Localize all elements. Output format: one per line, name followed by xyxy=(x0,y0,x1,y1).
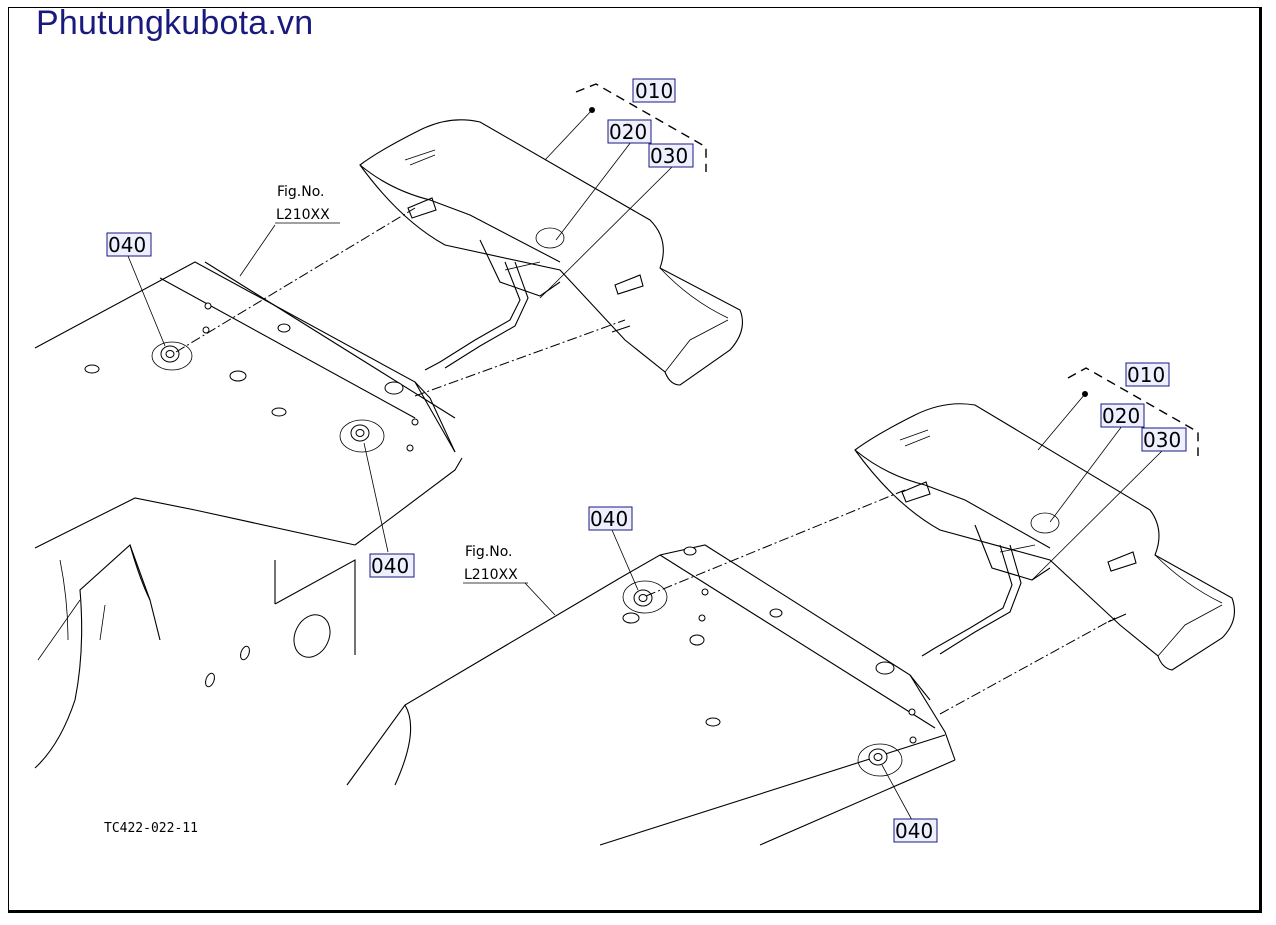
drawing-frame xyxy=(8,7,1262,913)
svg-text:010: 010 xyxy=(635,79,673,103)
part-label-030-right[interactable]: 030 xyxy=(1141,427,1187,452)
assembly-left xyxy=(34,83,743,769)
nut-040-right-a xyxy=(633,589,653,607)
part-label-010-left[interactable]: 010 xyxy=(632,78,676,103)
svg-text:030: 030 xyxy=(1143,428,1181,452)
part-label-020-right[interactable]: 020 xyxy=(1100,403,1145,428)
lamp-housing-left xyxy=(359,119,743,386)
lamp-housing-right xyxy=(854,403,1235,671)
axis-line-left-2 xyxy=(414,319,626,397)
axis-line-right-2 xyxy=(939,617,1116,715)
nut-040-right-b xyxy=(868,748,888,766)
svg-text:L210XX: L210XX xyxy=(276,207,330,223)
svg-text:020: 020 xyxy=(609,120,647,144)
drawing-code: TC422-022-11 xyxy=(104,821,198,836)
part-label-020-left[interactable]: 020 xyxy=(607,119,652,144)
svg-text:040: 040 xyxy=(590,507,628,531)
frame-body-left xyxy=(34,261,463,769)
part-label-040-left-b[interactable]: 040 xyxy=(369,553,415,578)
figure-ref-left[interactable]: Fig.No. L210XX xyxy=(275,184,340,224)
part-label-040-left-a[interactable]: 040 xyxy=(106,232,152,257)
nut-040-left-b xyxy=(350,424,370,442)
svg-text:030: 030 xyxy=(650,144,688,168)
part-label-040-right-b[interactable]: 040 xyxy=(893,818,938,843)
axis-line-left-1 xyxy=(175,207,416,353)
assembly-right xyxy=(346,367,1235,846)
svg-text:010: 010 xyxy=(1127,363,1165,387)
figure-ref-right[interactable]: Fig.No. L210XX xyxy=(463,544,528,584)
svg-text:040: 040 xyxy=(371,554,409,578)
svg-text:L210XX: L210XX xyxy=(464,567,518,583)
part-label-030-left[interactable]: 030 xyxy=(648,143,694,168)
svg-text:Fig.No.: Fig.No. xyxy=(277,184,325,200)
svg-text:020: 020 xyxy=(1102,404,1140,428)
svg-text:040: 040 xyxy=(895,819,933,843)
svg-text:040: 040 xyxy=(108,233,146,257)
axis-line-right-1 xyxy=(645,489,906,597)
svg-text:Fig.No.: Fig.No. xyxy=(465,544,513,560)
part-label-040-right-a[interactable]: 040 xyxy=(588,506,633,531)
nut-040-left-a xyxy=(160,345,180,363)
part-label-010-right[interactable]: 010 xyxy=(1125,362,1170,387)
watermark: Phutungkubota.vn xyxy=(36,4,314,42)
frame-body-right xyxy=(346,544,956,846)
